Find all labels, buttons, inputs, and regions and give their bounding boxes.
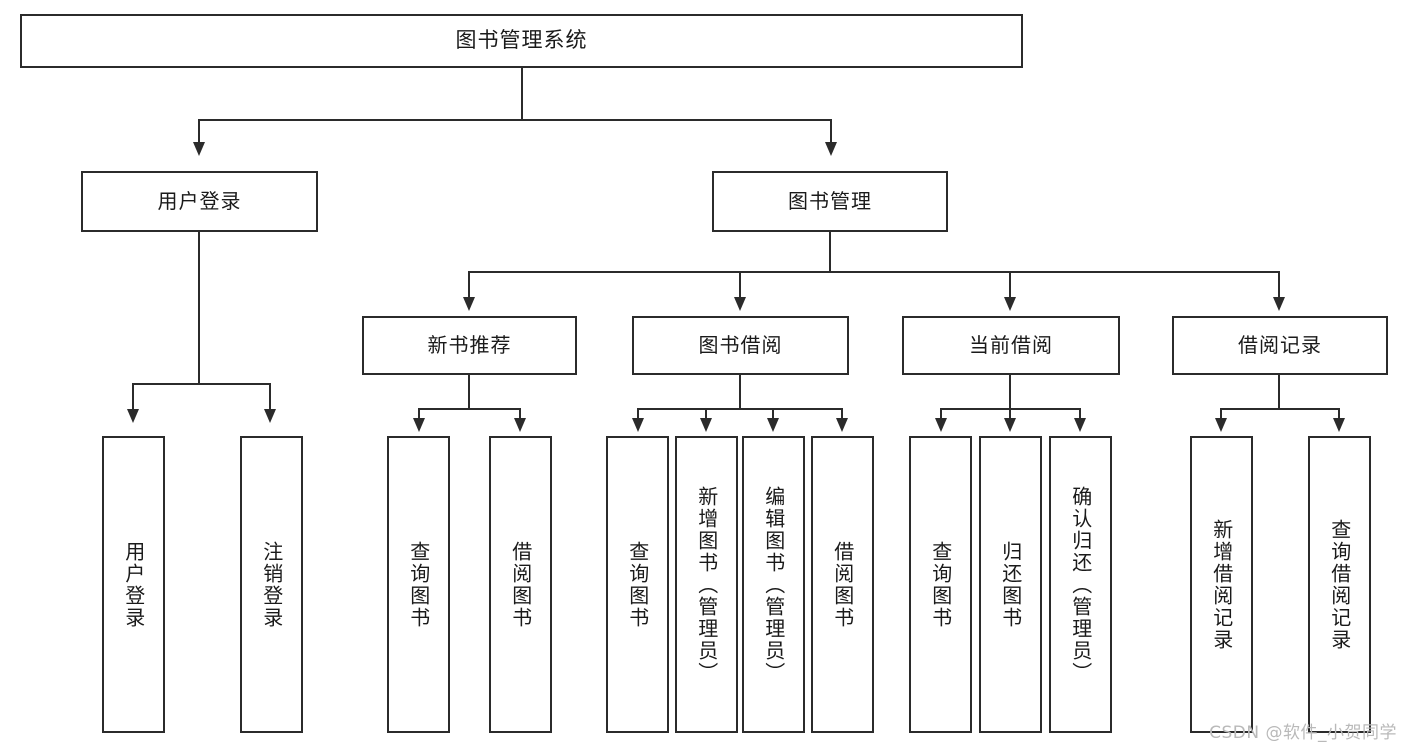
connector-bb-leaf-2 [705, 408, 707, 422]
node-label: 新增借阅记录 [1209, 518, 1234, 651]
connector-root-stem [521, 68, 523, 120]
connector-bb-leaf-4 [841, 408, 843, 422]
connector-br-leaf-1 [1220, 408, 1222, 422]
connector-bm-to-new-book [468, 271, 470, 299]
connector-root-to-book-management [830, 119, 832, 145]
node-label: 借阅记录 [1238, 333, 1322, 358]
arrowhead-nb-borrow-book [514, 418, 526, 432]
arrowhead-br-query-record [1333, 418, 1345, 432]
connector-borrow-record-stem [1278, 375, 1280, 409]
node-label: 注销登录 [259, 540, 284, 629]
leaf-currentborrow-confirm-return-admin[interactable]: 确认归还（管理员） [1049, 436, 1112, 733]
leaf-currentborrow-query-book[interactable]: 查询图书 [909, 436, 972, 733]
node-label: 查询图书 [625, 540, 650, 629]
connector-book-management-bus [468, 271, 1280, 273]
node-label: 归还图书 [998, 540, 1023, 629]
connector-cb-leaf-3 [1079, 408, 1081, 422]
arrowhead-cb-return-book [1004, 418, 1016, 432]
connector-user-login-stem [198, 232, 200, 384]
connector-root-to-user-login [198, 119, 200, 145]
arrowhead-br-add-record [1215, 418, 1227, 432]
node-user-login[interactable]: 用户登录 [81, 171, 318, 232]
arrowhead-cb-query-book [935, 418, 947, 432]
node-label: 借阅图书 [830, 540, 855, 629]
connector-bb-leaf-3 [772, 408, 774, 422]
connector-bm-to-borrow-record [1278, 271, 1280, 299]
node-book-management[interactable]: 图书管理 [712, 171, 948, 232]
arrowhead-nb-query-book [413, 418, 425, 432]
arrowhead-current-borrow [1004, 297, 1016, 311]
leaf-logout[interactable]: 注销登录 [240, 436, 303, 733]
node-label: 新增图书（管理员） [694, 485, 719, 684]
leaf-user-login[interactable]: 用户登录 [102, 436, 165, 733]
connector-borrow-record-bus [1220, 408, 1340, 410]
arrowhead-user-login [193, 142, 205, 156]
arrowhead-bb-query-book [632, 418, 644, 432]
connector-bm-to-book-borrow [739, 271, 741, 299]
leaf-record-query-borrow-record[interactable]: 查询借阅记录 [1308, 436, 1371, 733]
node-label: 新书推荐 [427, 333, 512, 358]
arrowhead-leaf-logout [264, 409, 276, 423]
connector-cb-leaf-2 [1009, 408, 1011, 422]
leaf-newbook-query-book[interactable]: 查询图书 [387, 436, 450, 733]
connector-book-borrow-bus [637, 408, 843, 410]
connector-user-login-to-leaf-2 [269, 383, 271, 411]
node-label: 查询借阅记录 [1327, 518, 1352, 651]
leaf-bookborrow-query-book[interactable]: 查询图书 [606, 436, 669, 733]
leaf-bookborrow-add-book-admin[interactable]: 新增图书（管理员） [675, 436, 738, 733]
arrowhead-cb-confirm-return [1074, 418, 1086, 432]
leaf-bookborrow-edit-book-admin[interactable]: 编辑图书（管理员） [742, 436, 805, 733]
connector-bb-leaf-1 [637, 408, 639, 422]
connector-user-login-to-leaf-1 [132, 383, 134, 411]
node-label: 查询图书 [928, 540, 953, 629]
arrowhead-borrow-record [1273, 297, 1285, 311]
node-label: 用户登录 [121, 540, 146, 629]
node-label: 图书管理 [788, 189, 872, 214]
connector-book-management-stem [829, 232, 831, 272]
leaf-record-add-borrow-record[interactable]: 新增借阅记录 [1190, 436, 1253, 733]
node-label: 当前借阅 [969, 333, 1053, 358]
arrowhead-leaf-user-login [127, 409, 139, 423]
node-root-book-management-system[interactable]: 图书管理系统 [20, 14, 1023, 68]
node-borrow-record[interactable]: 借阅记录 [1172, 316, 1388, 375]
node-new-book-recommend[interactable]: 新书推荐 [362, 316, 577, 375]
connector-nb-leaf-2 [519, 408, 521, 422]
arrowhead-bb-borrow-book [836, 418, 848, 432]
node-label: 查询图书 [406, 540, 431, 629]
node-label: 借阅图书 [508, 540, 533, 629]
node-label: 用户登录 [157, 189, 242, 214]
arrowhead-bb-add-book [700, 418, 712, 432]
connector-nb-leaf-1 [418, 408, 420, 422]
node-book-borrow[interactable]: 图书借阅 [632, 316, 849, 375]
connector-br-leaf-2 [1338, 408, 1340, 422]
connector-new-book-stem [468, 375, 470, 409]
arrowhead-bb-edit-book [767, 418, 779, 432]
node-label: 编辑图书（管理员） [761, 485, 786, 684]
leaf-newbook-borrow-book[interactable]: 借阅图书 [489, 436, 552, 733]
connector-new-book-bus [418, 408, 521, 410]
node-label: 图书管理系统 [455, 28, 588, 53]
node-label: 确认归还（管理员） [1068, 485, 1093, 684]
connector-current-borrow-stem [1009, 375, 1011, 409]
connector-bm-to-current-borrow [1009, 271, 1011, 299]
arrowhead-book-management [825, 142, 837, 156]
arrowhead-new-book [463, 297, 475, 311]
connector-book-borrow-stem [739, 375, 741, 409]
leaf-bookborrow-borrow-book[interactable]: 借阅图书 [811, 436, 874, 733]
connector-cb-leaf-1 [940, 408, 942, 422]
connector-root-bus [198, 119, 832, 121]
arrowhead-book-borrow [734, 297, 746, 311]
connector-user-login-bus [132, 383, 270, 385]
node-current-borrow[interactable]: 当前借阅 [902, 316, 1120, 375]
node-label: 图书借阅 [698, 333, 783, 358]
leaf-currentborrow-return-book[interactable]: 归还图书 [979, 436, 1042, 733]
